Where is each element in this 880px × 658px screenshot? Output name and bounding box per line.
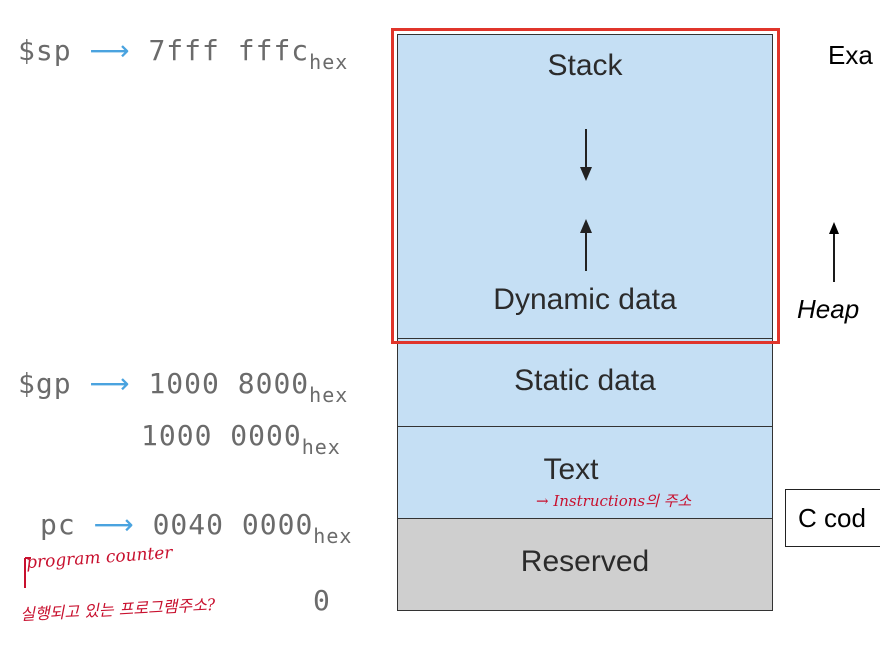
stack-down-arrow-icon [580, 129, 592, 181]
gp-address: 1000 8000 [148, 367, 310, 400]
reserved-segment: Reserved [397, 518, 773, 611]
pc-label: pc ⟶ 0040 0000hex [40, 508, 352, 548]
sp-address: 7fff fffc [148, 34, 310, 67]
static-start-label: 1000 0000hex [141, 419, 341, 459]
c-code-box: C cod [785, 489, 880, 547]
heap-up-arrow-icon [829, 222, 839, 282]
stack-label: Stack [547, 49, 623, 82]
pc-bracket-icon [24, 557, 31, 588]
text-segment: Text → Instructions의 주소 [397, 426, 773, 519]
instructions-annotation: → Instructions의 주소 [536, 492, 692, 510]
reserved-label: Reserved [520, 545, 650, 578]
sp-hex-suffix: hex [309, 50, 349, 74]
static-data-segment: Static data [397, 338, 773, 427]
pc-address: 0040 0000 [152, 508, 314, 541]
gp-arrow-icon: ⟶ [89, 367, 131, 400]
stack-dynamic-segment: Stack Dynamic data [397, 34, 773, 339]
sp-label: $sp ⟶ 7fff fffchex [18, 34, 348, 74]
static-start-address: 1000 0000 [141, 419, 302, 452]
highlight-box [391, 28, 780, 344]
program-counter-annotation: program counter [25, 542, 174, 574]
gp-label: $gp ⟶ 1000 8000hex [18, 367, 348, 407]
text-label: Text [543, 453, 599, 486]
zero-address: 0 [313, 584, 331, 617]
heap-label: Heap [797, 294, 860, 324]
pc-hex-suffix: hex [313, 524, 353, 548]
dynamic-up-arrow-icon [580, 219, 592, 271]
gp-register: $gp [18, 367, 72, 400]
static-start-hex-suffix: hex [301, 435, 341, 459]
korean-note-annotation: 실행되고 있는 프로그램주소? [19, 594, 216, 625]
sp-arrow-icon: ⟶ [89, 34, 131, 67]
pc-arrow-icon: ⟶ [93, 508, 135, 541]
gp-hex-suffix: hex [309, 383, 349, 407]
static-data-label: Static data [514, 364, 656, 397]
dynamic-data-label: Dynamic data [493, 283, 677, 316]
example-label: Exa [828, 40, 873, 70]
c-code-label: C cod [798, 503, 866, 533]
sp-register: $sp [18, 34, 72, 67]
pc-register: pc [40, 508, 76, 541]
